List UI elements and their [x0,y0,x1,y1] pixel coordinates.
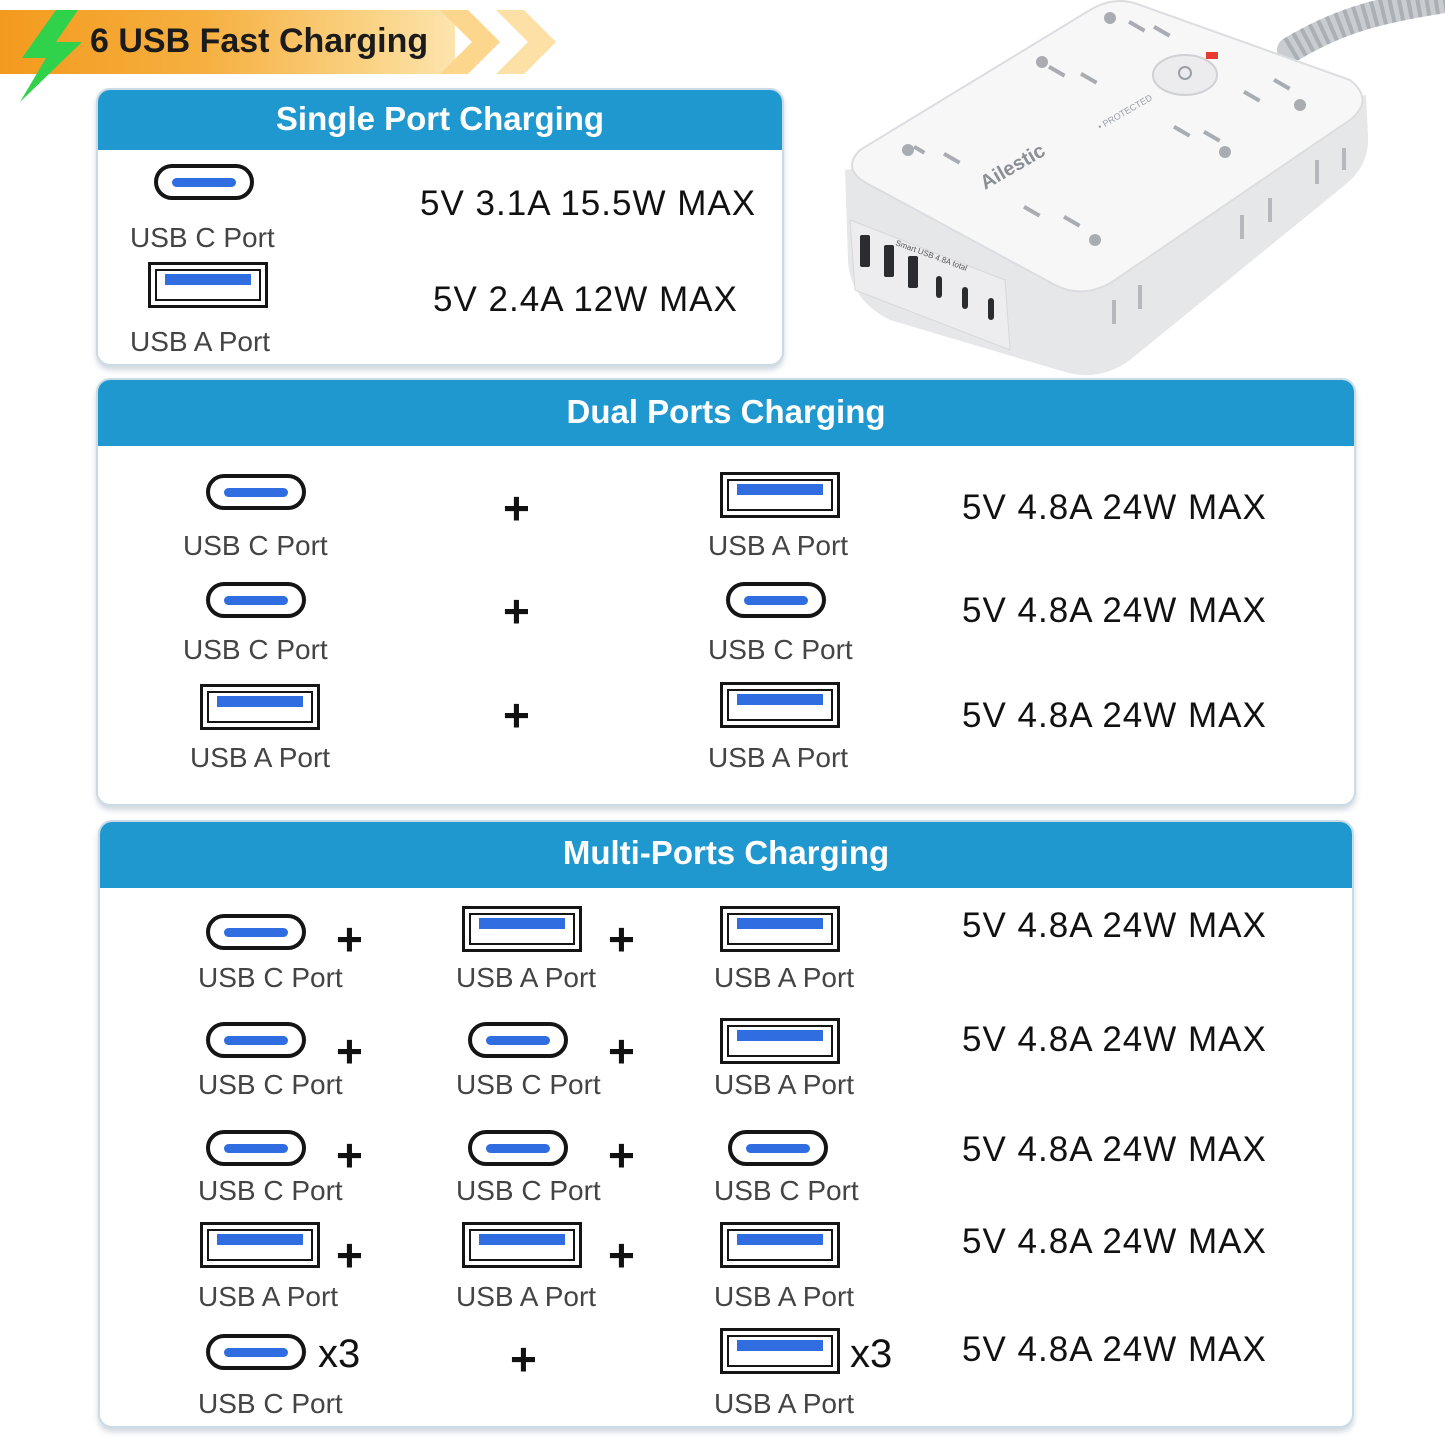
usb-c-port-icon [206,914,306,950]
spec-text: 5V 4.8A 24W MAX [962,1222,1267,1261]
usb-a-port-icon [200,1222,320,1268]
usb-c-port-icon [468,1022,568,1058]
port-label: USB C Port [183,634,328,665]
usb-c-port-icon [206,582,306,618]
port-label: USB C Port [130,222,275,253]
port-label: USB A Port [456,1281,597,1312]
single-port-panel: Single Port Charging USB C Port 5V 3.1A … [96,88,784,366]
chevron-right-icon [440,10,500,74]
port-label: USB C Port [183,530,328,561]
port-label: USB A Port [708,530,849,561]
plus-sign: + [336,1025,363,1077]
dual-ports-title: Dual Ports Charging [98,380,1354,446]
port-label: USB C Port [198,962,343,993]
spec-text: 5V 4.8A 24W MAX [962,1020,1267,1059]
port-label: USB A Port [130,326,271,357]
times-three: x3 [318,1332,361,1376]
usb-a-port-icon [720,1018,840,1064]
port-label: USB A Port [708,742,849,773]
usb-a-port-icon [720,1328,840,1374]
port-label: USB A Port [456,962,597,993]
single-port-title: Single Port Charging [98,90,782,150]
port-label: USB C Port [198,1069,343,1100]
plus-sign: + [336,1129,363,1181]
multi-ports-panel: Multi-Ports Charging USB C Port + USB A … [98,820,1354,1428]
plus-sign: + [608,1025,635,1077]
port-label: USB A Port [190,742,331,773]
usb-c-port-icon [728,1130,828,1166]
port-label: USB A Port [714,1069,855,1100]
plus-sign: + [608,1229,635,1281]
spec-text: 5V 3.1A 15.5W MAX [420,184,757,223]
usb-a-port-icon [720,906,840,952]
spec-text: 5V 2.4A 12W MAX [433,280,738,319]
port-label: USB C Port [456,1069,601,1100]
usb-a-port-icon [720,1222,840,1268]
spec-text: 5V 4.8A 24W MAX [962,906,1267,945]
dual-ports-panel: Dual Ports Charging USB C Port + USB A P… [96,378,1356,806]
spec-text: 5V 4.8A 24W MAX [962,1130,1267,1169]
spec-text: 5V 4.8A 24W MAX [962,1330,1267,1369]
port-label: USB C Port [708,634,853,665]
usb-a-port-icon [720,682,840,728]
banner-title: 6 USB Fast Charging [90,22,429,60]
plus-sign: + [336,913,363,965]
times-three: x3 [850,1332,893,1376]
plus-sign: + [503,482,530,534]
power-strip-image: Ailestic • PROTECTED Smart USB 4.8A tota… [845,0,1445,376]
usb-c-port-icon [206,1334,306,1370]
plus-sign: + [608,913,635,965]
spec-text: 5V 4.8A 24W MAX [962,591,1267,630]
usb-c-port-icon [726,582,826,618]
usb-a-port-icon [720,472,840,518]
port-label: USB A Port [714,962,855,993]
spec-text: 5V 4.8A 24W MAX [962,696,1267,735]
port-label: USB C Port [198,1388,343,1419]
plus-sign: + [336,1229,363,1281]
usb-c-port-icon [154,164,254,200]
usb-a-port-icon [462,906,582,952]
lightning-bolt-icon [20,10,82,102]
multi-ports-title: Multi-Ports Charging [100,822,1352,888]
port-label: USB A Port [198,1281,339,1312]
usb-a-port-icon [200,684,320,730]
port-label: USB A Port [714,1281,855,1312]
plus-sign: + [608,1129,635,1181]
spec-text: 5V 4.8A 24W MAX [962,488,1267,527]
chevron-right-icon [496,10,556,74]
plus-sign: + [503,585,530,637]
port-label: USB C Port [714,1175,859,1206]
port-label: USB A Port [714,1388,855,1419]
usb-c-port-icon [206,474,306,510]
plus-sign: + [503,689,530,741]
usb-c-port-icon [468,1130,568,1166]
usb-c-port-icon [206,1130,306,1166]
port-label: USB C Port [198,1175,343,1206]
usb-c-port-icon [206,1022,306,1058]
usb-a-port-icon [148,262,268,308]
usb-a-port-icon [462,1222,582,1268]
plus-sign: + [510,1333,537,1385]
port-label: USB C Port [456,1175,601,1206]
